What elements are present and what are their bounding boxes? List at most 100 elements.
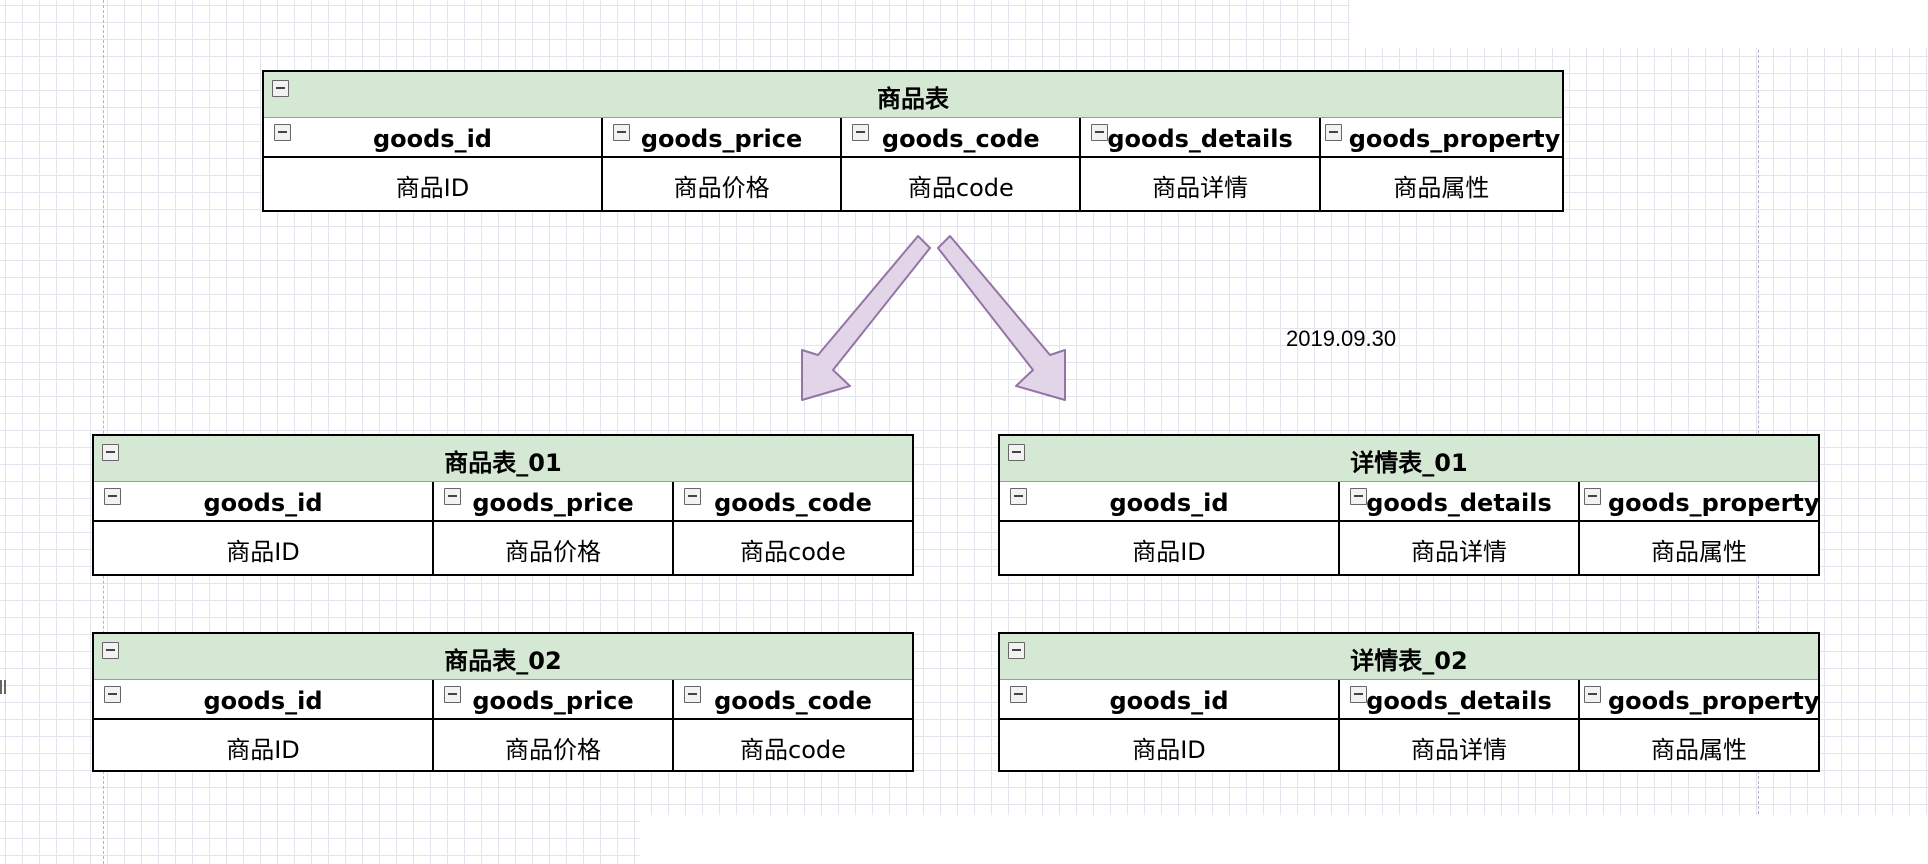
field-cell[interactable]: goods_id xyxy=(1000,482,1340,520)
table-header[interactable]: 商品表 xyxy=(264,72,1562,118)
table-header[interactable]: 详情表_01 xyxy=(1000,436,1818,482)
value-cell[interactable]: 商品ID xyxy=(94,522,434,574)
table-title: 商品表_02 xyxy=(444,647,562,675)
collapse-minus-icon[interactable] xyxy=(1008,642,1025,659)
field-cell[interactable]: goods_property xyxy=(1321,118,1562,156)
field-value: 商品属性 xyxy=(1393,173,1490,202)
value-cell[interactable]: 商品code xyxy=(674,720,912,772)
field-row: goods_id goods_price goods_code xyxy=(94,482,912,522)
field-cell[interactable]: goods_id xyxy=(94,680,434,718)
collapse-minus-icon[interactable] xyxy=(444,686,461,703)
collapse-minus-icon[interactable] xyxy=(104,686,121,703)
field-value: 商品ID xyxy=(226,735,300,764)
field-cell[interactable]: goods_details xyxy=(1340,482,1580,520)
collapse-minus-icon[interactable] xyxy=(274,124,291,141)
collapse-minus-icon[interactable] xyxy=(444,488,461,505)
table-header[interactable]: 商品表_02 xyxy=(94,634,912,680)
value-cell[interactable]: 商品详情 xyxy=(1081,158,1321,210)
collapse-minus-icon[interactable] xyxy=(684,488,701,505)
value-row: 商品ID 商品价格 商品code 商品详情 商品属性 xyxy=(264,158,1562,210)
collapse-minus-icon[interactable] xyxy=(102,642,119,659)
value-row: 商品ID 商品价格 商品code xyxy=(94,522,912,574)
erd-table-goods-02[interactable]: 商品表_02 goods_id goods_price goods_code 商… xyxy=(92,632,914,772)
collapse-minus-icon[interactable] xyxy=(1010,686,1027,703)
value-cell[interactable]: 商品ID xyxy=(1000,522,1340,574)
page-guide-left xyxy=(103,0,104,864)
value-cell[interactable]: 商品属性 xyxy=(1321,158,1562,210)
erd-table-details-01[interactable]: 详情表_01 goods_id goods_details goods_prop… xyxy=(998,434,1820,576)
value-cell[interactable]: 商品code xyxy=(842,158,1082,210)
field-value: 商品价格 xyxy=(505,735,601,764)
collapse-minus-icon[interactable] xyxy=(1091,124,1109,141)
date-label: 2019.09.30 xyxy=(1286,326,1397,351)
erd-table-details-02[interactable]: 详情表_02 goods_id goods_details goods_prop… xyxy=(998,632,1820,772)
watermark-mask-top xyxy=(1350,0,1928,48)
value-cell[interactable]: 商品属性 xyxy=(1580,522,1818,574)
field-cell[interactable]: goods_property xyxy=(1580,482,1818,520)
field-cell[interactable]: goods_id xyxy=(94,482,434,520)
field-name: goods_code xyxy=(881,125,1040,153)
field-value: 商品ID xyxy=(1132,735,1206,764)
collapse-minus-icon[interactable] xyxy=(1350,488,1367,505)
field-row: goods_id goods_details goods_property xyxy=(1000,680,1818,720)
field-name: goods_code xyxy=(714,687,872,715)
value-cell[interactable]: 商品code xyxy=(674,522,912,574)
field-cell[interactable]: goods_details xyxy=(1340,680,1580,718)
field-name: goods_id xyxy=(372,125,492,153)
field-name: goods_price xyxy=(640,125,803,153)
collapse-minus-icon[interactable] xyxy=(272,80,289,97)
field-row: goods_id goods_price goods_code xyxy=(94,680,912,720)
value-row: 商品ID 商品详情 商品属性 xyxy=(1000,720,1818,772)
field-value: 商品code xyxy=(907,173,1014,202)
field-name: goods_id xyxy=(203,687,323,715)
value-cell[interactable]: 商品详情 xyxy=(1340,522,1580,574)
field-cell[interactable]: goods_code xyxy=(842,118,1082,156)
field-row: goods_id goods_price goods_code goods_de… xyxy=(264,118,1562,158)
value-cell[interactable]: 商品价格 xyxy=(434,720,674,772)
field-name: goods_property xyxy=(1348,125,1561,153)
value-cell[interactable]: 商品ID xyxy=(94,720,434,772)
field-value: 商品属性 xyxy=(1651,537,1747,566)
collapse-minus-icon[interactable] xyxy=(104,488,121,505)
collapse-minus-icon[interactable] xyxy=(1350,686,1367,703)
collapse-minus-icon[interactable] xyxy=(102,444,119,461)
field-cell[interactable]: goods_property xyxy=(1580,680,1818,718)
field-cell[interactable]: goods_id xyxy=(1000,680,1340,718)
arrow-down-right-icon[interactable] xyxy=(937,235,1066,401)
value-cell[interactable]: 商品ID xyxy=(264,158,603,210)
field-cell[interactable]: goods_price xyxy=(434,482,674,520)
field-cell[interactable]: goods_code xyxy=(674,482,912,520)
erd-table-goods-01[interactable]: 商品表_01 goods_id goods_price goods_code 商… xyxy=(92,434,914,576)
value-cell[interactable]: 商品详情 xyxy=(1340,720,1580,772)
field-cell[interactable]: goods_id xyxy=(264,118,603,156)
value-cell[interactable]: 商品价格 xyxy=(434,522,674,574)
collapse-minus-icon[interactable] xyxy=(1584,488,1601,505)
field-value: 商品code xyxy=(740,735,846,764)
field-name: goods_price xyxy=(472,687,634,715)
value-cell[interactable]: 商品ID xyxy=(1000,720,1340,772)
field-cell[interactable]: goods_code xyxy=(674,680,912,718)
field-name: goods_details xyxy=(1107,125,1293,153)
arrow-down-left-icon[interactable] xyxy=(801,235,931,401)
field-cell[interactable]: goods_price xyxy=(603,118,843,156)
collapse-minus-icon[interactable] xyxy=(1584,686,1601,703)
field-name: goods_price xyxy=(472,489,634,517)
field-cell[interactable]: goods_price xyxy=(434,680,674,718)
field-value: 商品详情 xyxy=(1152,173,1249,202)
field-value: 商品详情 xyxy=(1411,735,1507,764)
collapse-minus-icon[interactable] xyxy=(1010,488,1027,505)
erd-table-main[interactable]: 商品表 goods_id goods_price goods_code good… xyxy=(262,70,1564,212)
value-cell[interactable]: 商品价格 xyxy=(603,158,843,210)
field-value: 商品ID xyxy=(395,173,470,202)
collapse-minus-icon[interactable] xyxy=(1008,444,1025,461)
field-name: goods_id xyxy=(1109,687,1229,715)
collapse-minus-icon[interactable] xyxy=(852,124,870,141)
table-header[interactable]: 详情表_02 xyxy=(1000,634,1818,680)
table-title: 商品表 xyxy=(877,85,949,113)
table-header[interactable]: 商品表_01 xyxy=(94,436,912,482)
collapse-minus-icon[interactable] xyxy=(1324,124,1342,141)
field-cell[interactable]: goods_details xyxy=(1081,118,1321,156)
value-cell[interactable]: 商品属性 xyxy=(1580,720,1818,772)
collapse-minus-icon[interactable] xyxy=(684,686,701,703)
collapse-minus-icon[interactable] xyxy=(612,124,630,141)
